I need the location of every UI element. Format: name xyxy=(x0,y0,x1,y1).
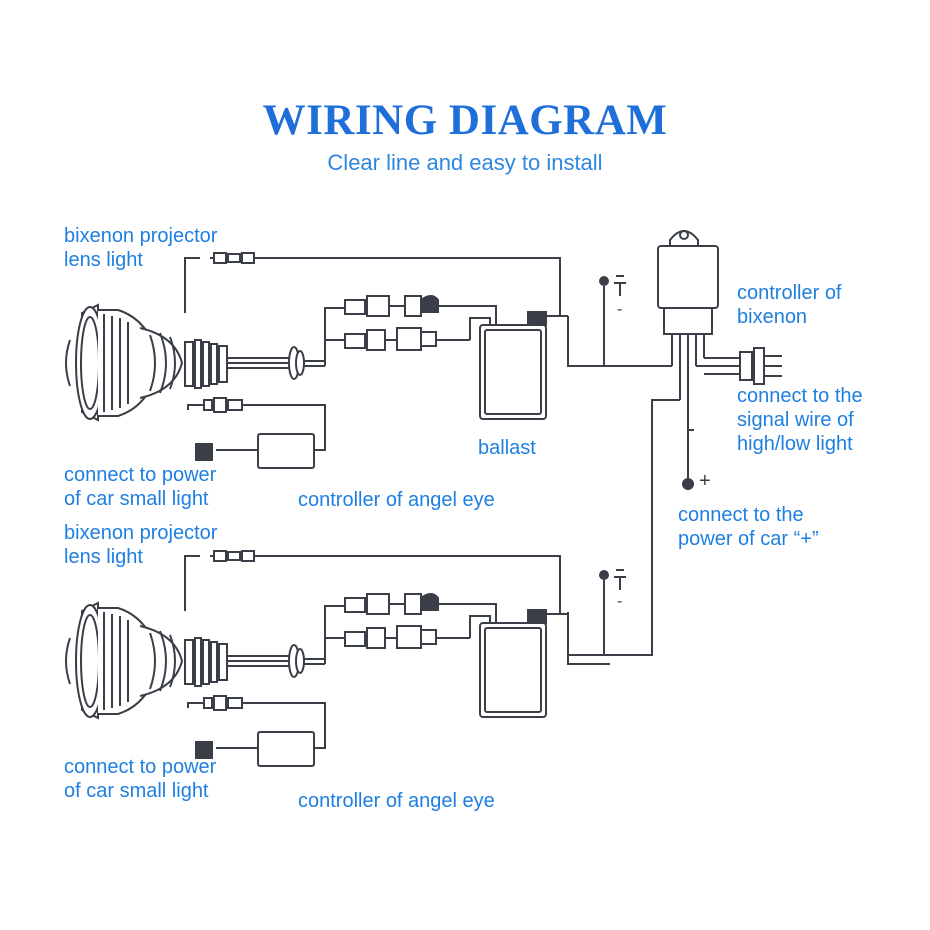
label-power-small-bottom-line2: of car small light xyxy=(64,780,209,802)
label-power-plus-line1: connect to the xyxy=(678,504,804,526)
wire-harness xyxy=(567,275,782,656)
label-ballast: ballast xyxy=(478,437,536,459)
label-projector-top-line1: bixenon projector xyxy=(64,225,218,247)
label-power-small-top-line2: of car small light xyxy=(64,488,209,510)
label-controller-bixenon-line2: bixenon xyxy=(737,306,808,328)
minus-sign-bottom: - xyxy=(617,593,623,610)
label-projector-bottom-line1: bixenon projector xyxy=(64,522,218,544)
label-power-small-bottom-line1: connect to power xyxy=(64,756,217,778)
label-signal-wire-line2: signal wire of xyxy=(737,409,854,431)
label-angel-eye-bottom: controller of angel eye xyxy=(298,790,495,812)
label-controller-bixenon-line1: controller of xyxy=(737,282,842,304)
label-power-plus-line2: power of car “+” xyxy=(678,528,819,550)
lamp-assembly-bottom xyxy=(65,550,611,767)
label-angel-eye-top: controller of angel eye xyxy=(298,489,495,511)
minus-sign-top: - xyxy=(617,301,623,318)
label-projector-top-line2: lens light xyxy=(64,249,143,271)
bixenon-controller xyxy=(657,230,719,420)
label-signal-wire-line1: connect to the xyxy=(737,385,863,407)
diagram-subtitle: Clear line and easy to install xyxy=(327,150,603,175)
label-projector-bottom-line2: lens light xyxy=(64,546,143,568)
label-power-small-top-line1: connect to power xyxy=(64,464,217,486)
plus-sign: + xyxy=(699,470,711,492)
diagram-title: WIRING DIAGRAM xyxy=(262,97,668,144)
label-signal-wire-line3: high/low light xyxy=(737,433,853,455)
